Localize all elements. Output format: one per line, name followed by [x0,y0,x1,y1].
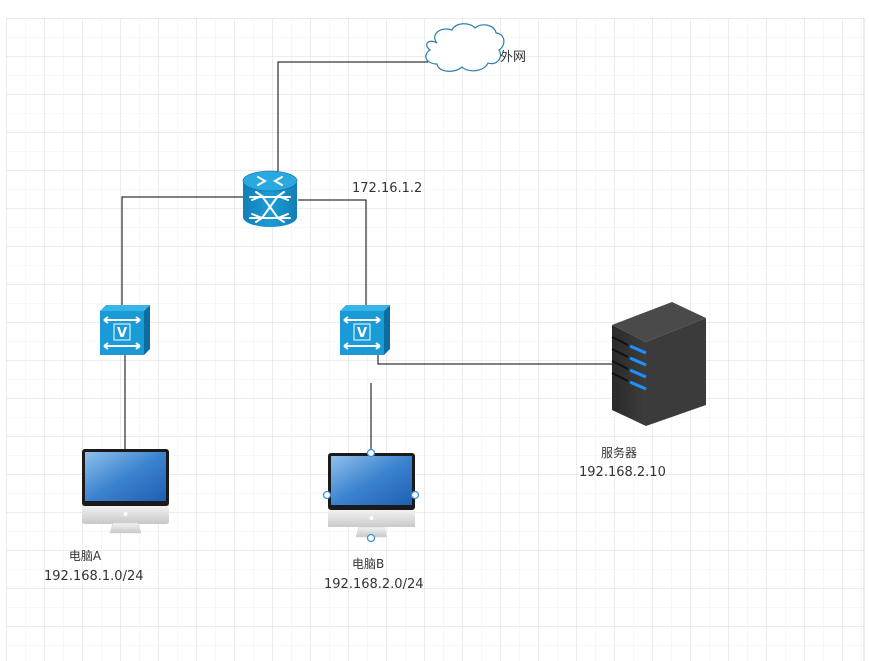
pc-a-ip: 192.168.1.0/24 [44,569,144,584]
switch-a-node[interactable]: V [100,305,150,355]
server-icon [611,302,706,426]
internet-label: 外网 [500,50,527,65]
router-icon [242,170,298,227]
edge-router-switch-b[interactable] [298,199,367,305]
cloud-icon [425,23,505,72]
computer-icon [82,449,169,534]
edge-router-switch-a[interactable] [121,196,244,306]
switch-glyph: V [357,326,367,341]
pc-a-label: 电脑A [40,548,130,565]
computer-icon [328,453,415,538]
router-ip-label: 172.16.1.2 [352,181,423,196]
switch-glyph: V [117,326,127,341]
switch-b-node[interactable]: V [340,305,390,355]
server-name: 服务器 [601,446,638,460]
internet-cloud-node[interactable] [425,23,505,72]
resize-handle-top[interactable] [366,448,376,458]
pc-b-name: 电脑B [352,557,385,571]
server-node[interactable] [611,302,706,426]
pc-a-name: 电脑A [68,549,102,563]
edge-router-internet[interactable] [277,61,428,175]
switch-icon: V [100,305,150,355]
router-node[interactable] [242,170,298,227]
resize-handle-bottom[interactable] [366,533,376,543]
switch-icon: V [340,305,390,355]
pc-b-node[interactable] [322,448,420,543]
pc-b-ip: 192.168.2.0/24 [324,577,424,592]
resize-handle-left[interactable] [322,490,332,500]
grid [6,18,865,661]
server-ip: 192.168.2.10 [579,465,666,480]
selection-handles [322,448,420,543]
resize-handle-right[interactable] [410,490,420,500]
pc-a-node[interactable] [82,449,169,534]
